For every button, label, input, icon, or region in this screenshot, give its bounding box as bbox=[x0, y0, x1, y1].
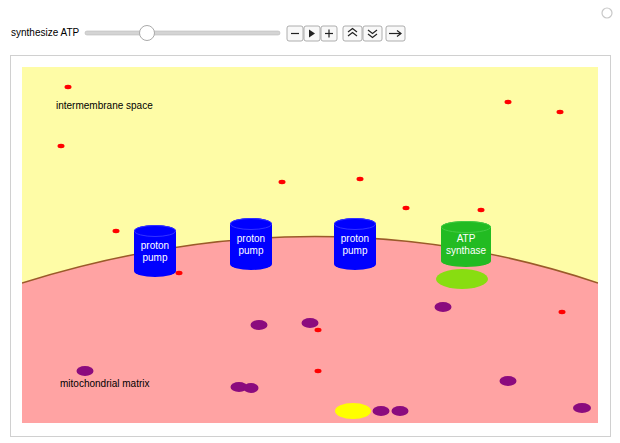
play-icon bbox=[309, 30, 315, 38]
shape-top bbox=[231, 219, 272, 230]
control-buttons bbox=[287, 26, 405, 41]
shape-body bbox=[230, 218, 272, 270]
atp-synthase-base bbox=[436, 269, 488, 289]
proton-pump: proton pump bbox=[230, 218, 272, 270]
proton-pump: proton pump bbox=[134, 225, 176, 277]
region-label: mitochondrial matrix bbox=[60, 378, 149, 390]
panel bbox=[11, 56, 611, 437]
shape-body bbox=[334, 218, 376, 270]
node-label: proton pump bbox=[230, 218, 272, 257]
proton-dots bbox=[58, 85, 566, 373]
inner-membrane bbox=[22, 237, 598, 284]
corner-icon bbox=[602, 8, 612, 18]
slider-track bbox=[85, 31, 280, 35]
shape-top bbox=[135, 226, 176, 237]
region-label: intermembrane space bbox=[56, 100, 153, 112]
proton-pump: proton pump bbox=[334, 218, 376, 270]
slider-label: synthesize ATP bbox=[11, 27, 79, 39]
intermembrane-space bbox=[22, 67, 598, 423]
shape-body bbox=[134, 225, 176, 277]
slider-knob bbox=[140, 26, 155, 41]
adp-molecules bbox=[77, 302, 592, 416]
shape-top bbox=[335, 219, 376, 230]
mitochondrial-matrix bbox=[22, 237, 598, 424]
control-icons bbox=[291, 29, 401, 38]
node-label: ATP synthase bbox=[441, 221, 491, 257]
shape-top bbox=[442, 222, 491, 233]
atp-synthase: ATP synthase bbox=[441, 221, 491, 267]
shape-body bbox=[441, 221, 491, 267]
atp-molecule bbox=[335, 403, 371, 419]
node-label: proton pump bbox=[334, 218, 376, 257]
node-label: proton pump bbox=[134, 225, 176, 264]
